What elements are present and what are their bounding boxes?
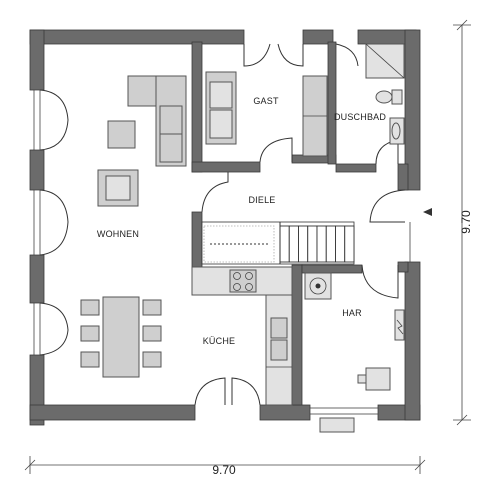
stair-tread bbox=[307, 225, 318, 263]
guest-sofa bbox=[205, 71, 237, 145]
washing-machine bbox=[357, 367, 391, 391]
kitchen-counter-top bbox=[191, 266, 293, 296]
washbasin bbox=[389, 117, 405, 145]
room-label-gast: GAST bbox=[253, 96, 279, 106]
bottom-window bbox=[309, 407, 379, 415]
stair-tread bbox=[279, 225, 290, 263]
left-windows bbox=[33, 89, 41, 356]
room-label-wohnen: WOHNEN bbox=[97, 229, 139, 239]
dimension-bottom bbox=[24, 456, 426, 474]
stair-tread bbox=[325, 225, 336, 263]
room-label-har: HAR bbox=[342, 308, 362, 318]
stair-tread bbox=[316, 225, 327, 263]
staircase bbox=[201, 221, 355, 265]
dimension-right bbox=[453, 19, 471, 426]
boiler bbox=[304, 272, 332, 300]
entrance-step bbox=[319, 417, 355, 433]
outer-walls bbox=[29, 29, 421, 426]
room-label-diele: DIELE bbox=[248, 195, 275, 205]
dining-set bbox=[80, 296, 162, 378]
room-label-kueche: KÜCHE bbox=[203, 336, 236, 346]
toilet bbox=[375, 89, 403, 105]
stair-tread bbox=[335, 225, 346, 263]
kitchen-counter-side bbox=[265, 294, 293, 406]
stair-tread bbox=[298, 225, 309, 263]
dimension-width-label: 9.70 bbox=[212, 463, 236, 477]
control-panel bbox=[394, 309, 405, 341]
room-label-duschbad: DUSCHBAD bbox=[334, 112, 386, 122]
stair-tread bbox=[344, 225, 355, 263]
coffee-table bbox=[107, 120, 136, 149]
stair-tread bbox=[288, 225, 299, 263]
sofa-group bbox=[127, 75, 187, 167]
dimension-height-label: 9.70 bbox=[459, 210, 473, 234]
doors bbox=[39, 43, 411, 406]
entrance-marker bbox=[423, 208, 432, 216]
shower bbox=[365, 43, 405, 79]
armchair-seat bbox=[105, 175, 131, 201]
